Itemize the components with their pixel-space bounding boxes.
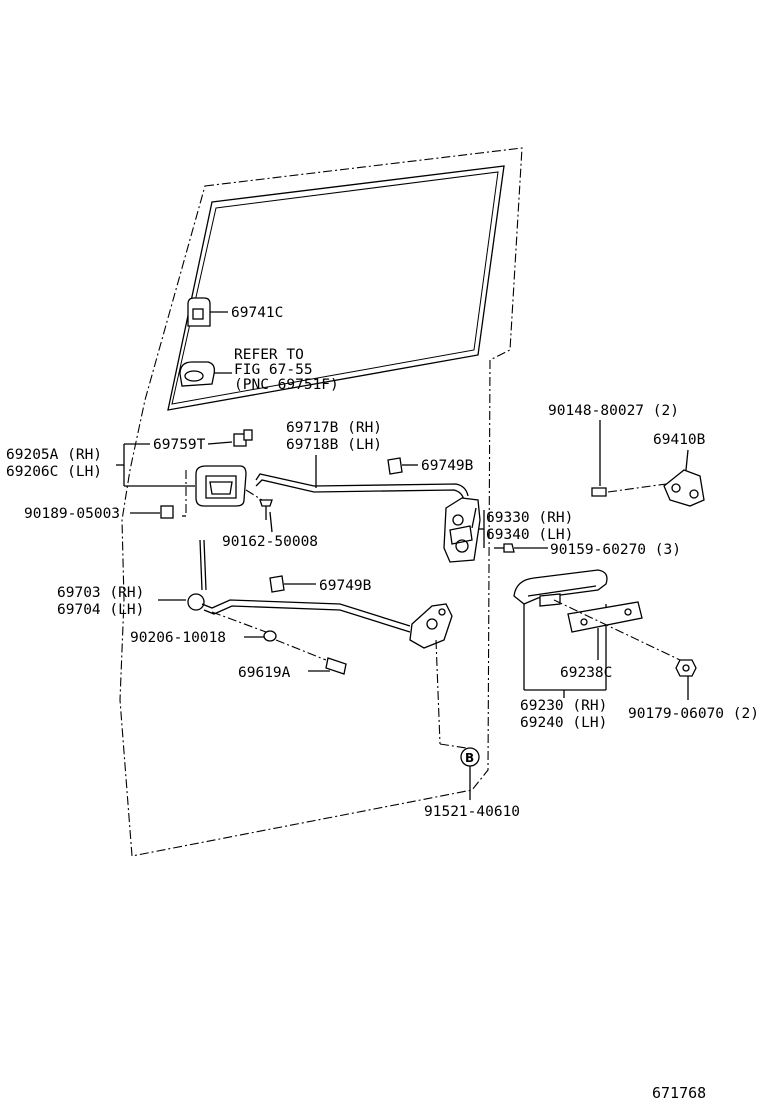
pin-69619a [275,639,347,675]
bolt-90148 [591,420,667,497]
switch-reference-69751f [179,361,232,387]
screw-90159 [494,543,548,553]
label-69717b: 69717B (RH) [286,420,382,436]
screw-90162 [245,489,273,533]
label-69240: 69240 (LH) [520,715,607,731]
label-69749b-low: 69749B [319,578,372,594]
label-90162: 90162-50008 [222,534,318,550]
label-69759t: 69759T [153,437,206,453]
label-refer-to: REFER TO [234,347,304,363]
door-panel-outline [119,147,523,857]
label-69205a: 69205A (RH) [6,447,102,463]
label-69230: 69230 (RH) [520,698,607,714]
label-69749b-top: 69749B [421,458,474,474]
label-91521: 91521-40610 [424,804,520,820]
label-69741c: 69741C [231,305,283,321]
label-refer-pnc: (PNC 69751F) [234,377,339,393]
lock-knob-rod-69703 [158,539,411,633]
label-69619a: 69619A [238,665,291,681]
marker-b-letter: B [465,751,474,765]
striker-69410b [663,449,705,507]
label-90159: 90159-60270 (3) [550,542,681,558]
label-69704: 69704 (LH) [57,602,144,618]
bracket-69205a-69206c [116,443,195,487]
marker-b: B [460,747,480,800]
label-90189: 90189-05003 [24,506,120,522]
label-90206: 90206-10018 [130,630,226,646]
switch-69741c [187,297,228,327]
clip-69759t [207,429,253,447]
label-69410b: 69410B [653,432,706,448]
label-90148: 90148-80027 (2) [548,403,679,419]
washer-90206 [211,611,277,642]
inside-handle-69205a [182,465,247,517]
label-69703: 69703 (RH) [57,585,144,601]
label-refer-fig: FIG 67-55 [234,362,313,378]
nut-90189 [130,505,174,519]
label-69718b: 69718B (LH) [286,437,382,453]
label-69340: 69340 (LH) [486,527,573,543]
outside-handle-69230 [513,569,608,607]
plate-69238c [553,599,681,661]
label-90179: 90179-06070 (2) [628,706,759,722]
door-lock-assembly-69330 [443,497,485,563]
nut-90179 [675,659,697,700]
label-69330: 69330 (RH) [486,510,573,526]
lower-lock-assembly [409,603,467,749]
clip-69749b-top [387,457,418,475]
label-69206c: 69206C (LH) [6,464,102,480]
label-69238c: 69238C [560,665,612,681]
clip-69749b-low [269,575,316,593]
diagram-id: 671768 [652,1084,706,1102]
